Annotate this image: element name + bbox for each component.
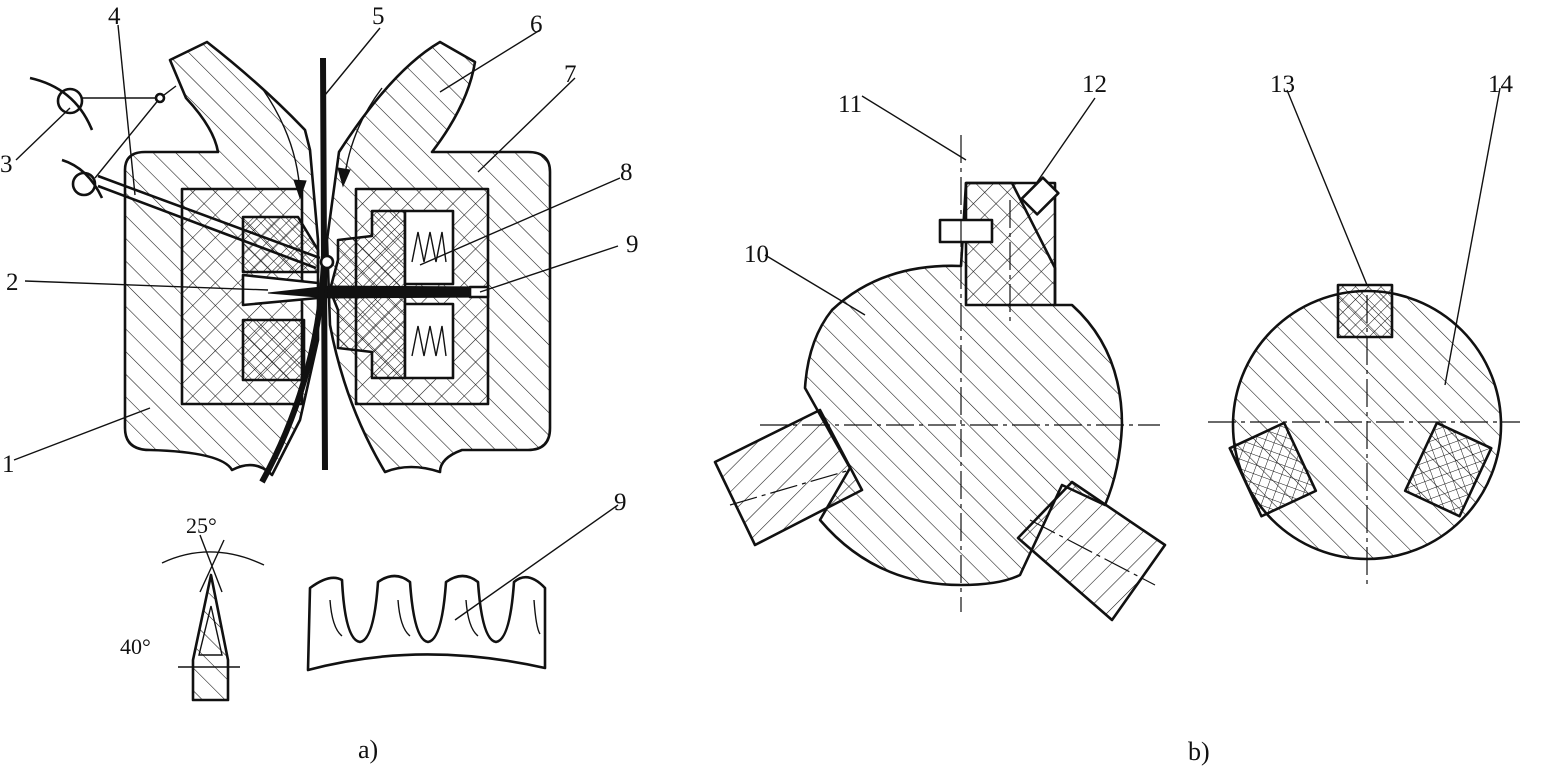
blade-right [1016, 480, 1167, 622]
clamp-screw [938, 218, 994, 244]
callout-label: 8 [620, 159, 633, 186]
callout-label: 14 [1488, 71, 1514, 98]
strip-bent [259, 261, 327, 484]
small-slot-right [1403, 421, 1493, 518]
cutter-blade-end [468, 285, 490, 299]
lower-spring-chamber [403, 302, 455, 380]
labels: 1 2 3 4 5 6 7 8 9 9 25° 40° a) 10 11 12 … [0, 3, 1514, 766]
tooth-section [191, 573, 230, 702]
angle-label-side: 40° [120, 634, 151, 659]
callout-label: 11 [838, 91, 862, 118]
rack-detail-inner [329, 599, 541, 637]
callout-label: 3 [0, 151, 13, 178]
tube-tip [319, 254, 335, 270]
left-lower-insert [241, 318, 306, 382]
callout-label: 9 [626, 231, 639, 258]
link-pivot [154, 92, 166, 104]
upper-spring [411, 231, 447, 263]
rack-detail [306, 574, 547, 672]
callout-label: 6 [530, 11, 543, 38]
caption-a: a) [358, 735, 378, 764]
angle-label-tip: 25° [186, 513, 217, 538]
callout-label: 10 [744, 241, 769, 268]
callout-label: 4 [108, 3, 121, 30]
lower-spring [411, 325, 447, 357]
centerlines-small [1208, 295, 1520, 585]
centerlines-b [729, 135, 1160, 612]
small-slot-left [1228, 421, 1318, 518]
callout-label: 5 [372, 3, 385, 30]
angle-arc-top [161, 551, 265, 566]
callout-label: 9 [614, 489, 627, 516]
tooth-inner [198, 605, 223, 656]
callout-label: 13 [1270, 71, 1295, 98]
caption-b: b) [1188, 737, 1210, 766]
callout-label: 2 [6, 269, 19, 296]
rack-leader [454, 504, 619, 621]
callout-label: 12 [1082, 71, 1107, 98]
motion-arrow-left-head [293, 179, 307, 200]
small-slot-top [1336, 283, 1394, 339]
leaders-a [13, 24, 621, 461]
roller-2 [71, 171, 97, 197]
part-a-drawing [13, 24, 621, 702]
leaders-b [764, 87, 1501, 386]
blade-left [713, 408, 864, 547]
roller-1 [56, 87, 84, 115]
callout-label: 7 [564, 61, 577, 88]
adjust-screw [1020, 176, 1060, 216]
roller-arc-1 [29, 76, 94, 131]
roller-arc-2 [61, 158, 104, 199]
callout-label: 1 [2, 451, 15, 478]
motion-arrow-right-head [337, 167, 351, 188]
angle-lines [178, 534, 240, 668]
upper-spring-chamber [403, 209, 455, 286]
part-b-drawing [713, 87, 1520, 622]
